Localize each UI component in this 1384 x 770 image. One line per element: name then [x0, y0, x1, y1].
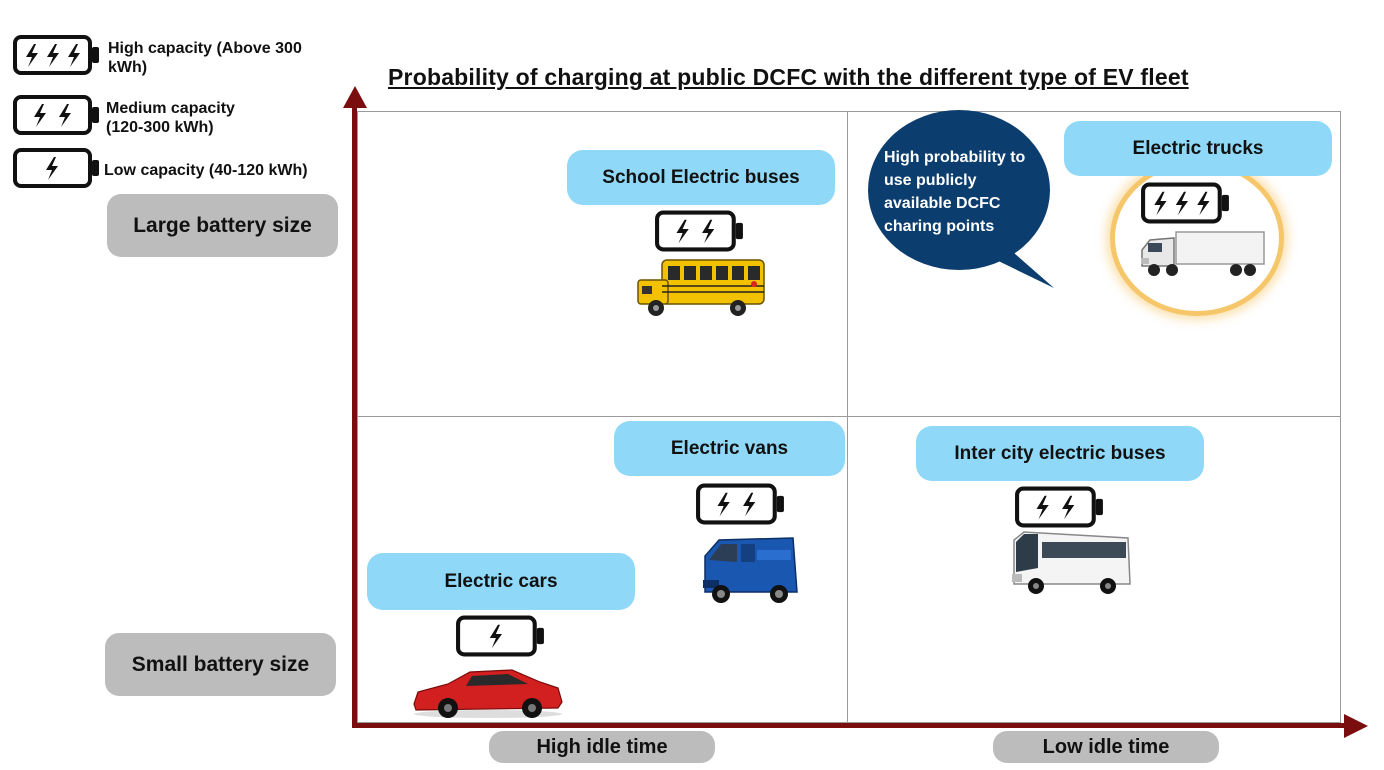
y-label-small: Small battery size: [105, 633, 336, 696]
legend-medium-label: Medium capacity (120-300 kWh): [106, 99, 276, 137]
x-axis-arrow-icon: [1344, 714, 1368, 738]
legend-low: Low capacity (40-120 kWh): [12, 147, 308, 194]
school-bus-icon: [634, 254, 768, 318]
truck-icon: [1138, 228, 1266, 280]
car-icon: [408, 660, 566, 720]
van-icon: [697, 532, 801, 606]
y-label-large: Large battery size: [107, 194, 338, 257]
battery-medium-icon: [12, 94, 102, 141]
battery-medium-icon: [654, 208, 746, 254]
callout-text: High probability to use publicly availab…: [884, 146, 1044, 238]
battery-high-icon: [1140, 181, 1232, 225]
battery-high-icon: [12, 34, 102, 81]
intercity-bus-icon: [1004, 528, 1132, 596]
grid-vertical-divider: [847, 111, 848, 723]
x-label-low-idle: Low idle time: [993, 731, 1219, 763]
y-axis-arrow-icon: [343, 86, 367, 108]
legend-medium: Medium capacity (120-300 kWh): [12, 94, 276, 141]
label-intercity-buses: Inter city electric buses: [916, 426, 1204, 481]
legend-low-label: Low capacity (40-120 kWh): [104, 161, 308, 180]
diagram-title: Probability of charging at public DCFC w…: [388, 64, 1189, 91]
label-electric-trucks: Electric trucks: [1064, 121, 1332, 176]
grid-horizontal-divider: [357, 416, 1341, 417]
x-label-high-idle: High idle time: [489, 731, 715, 763]
x-axis: [352, 723, 1346, 728]
label-electric-vans: Electric vans: [614, 421, 845, 476]
legend-high: High capacity (Above 300 kWh): [12, 34, 308, 81]
battery-low-icon: [12, 147, 102, 194]
battery-low-icon: [455, 613, 547, 659]
label-school-buses: School Electric buses: [567, 150, 835, 205]
label-electric-cars: Electric cars: [367, 553, 635, 610]
legend-high-label: High capacity (Above 300 kWh): [108, 39, 308, 77]
battery-medium-icon: [1014, 484, 1106, 530]
y-axis: [352, 104, 357, 728]
battery-medium-icon: [695, 481, 787, 527]
